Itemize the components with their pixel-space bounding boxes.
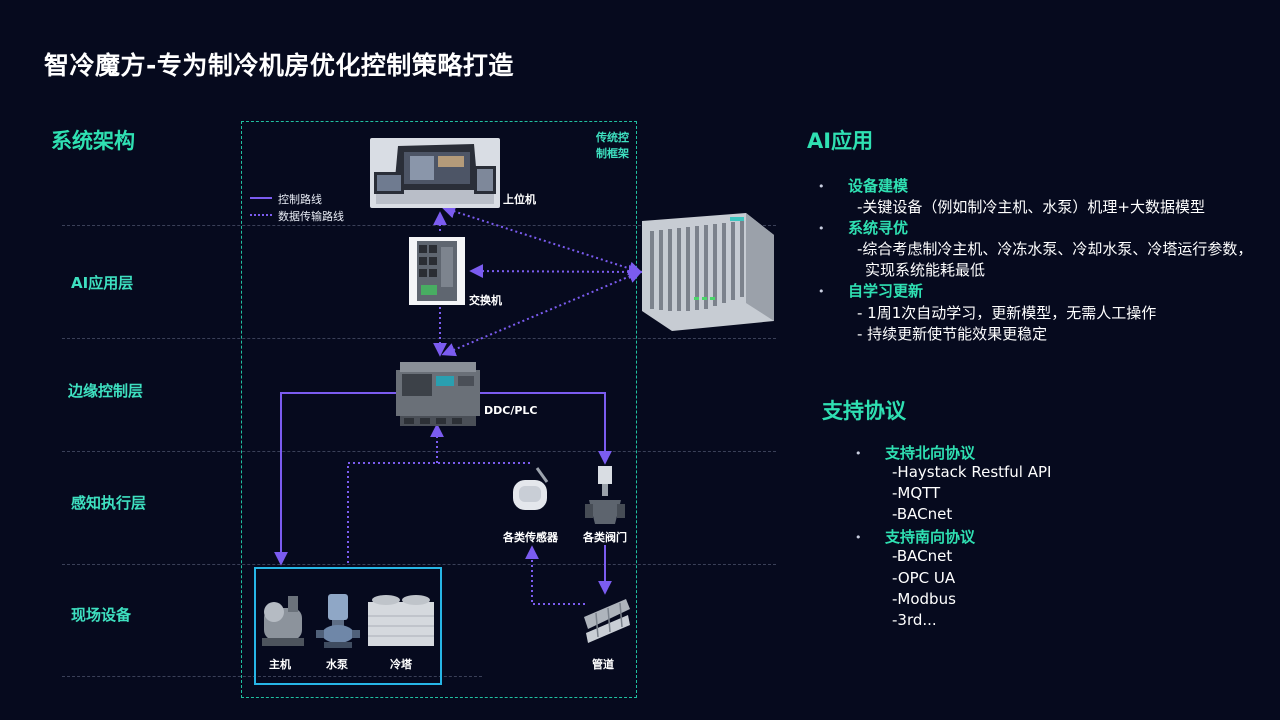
bullet-dot: • [855, 447, 862, 460]
layer-divider [62, 564, 776, 565]
ai-item-desc: - 持续更新使节能效果更稳定 [857, 325, 1048, 343]
south-protocol-item: -BACnet [892, 547, 953, 565]
legend-control-label: 控制路线 [278, 193, 322, 206]
ddc-valve-control [480, 392, 612, 465]
ddc-plc-image [396, 360, 480, 426]
pump-image [316, 590, 360, 650]
cooling-tower-image [366, 592, 436, 648]
field-data-link [347, 462, 532, 563]
ai-edge-computer-image [642, 213, 774, 331]
layer-label-field: 现场设备 [71, 606, 132, 624]
switch-ai-link [469, 264, 643, 279]
layer-divider [62, 338, 776, 339]
south-protocol-item: -3rd... [892, 611, 937, 629]
protocols-heading: 支持协议 [822, 399, 906, 423]
layer-divider [62, 451, 776, 452]
ddc-label: DDC/PLC [484, 404, 538, 417]
north-protocol-title: 支持北向协议 [885, 444, 976, 462]
ai-item-title: 自学习更新 [848, 282, 924, 300]
layer-label-ai: AI应用层 [71, 274, 134, 292]
layer-divider [62, 225, 776, 226]
ai-item-desc: 实现系统能耗最低 [865, 261, 986, 279]
chiller-image [258, 590, 308, 650]
bullet-dot: • [855, 531, 862, 544]
frame-label: 传统控制框架 [596, 131, 629, 160]
pipe-sensor-link [525, 545, 585, 605]
switch-image [409, 237, 465, 305]
layer-label-perception: 感知执行层 [71, 494, 147, 512]
layer-label-edge: 边缘控制层 [68, 382, 144, 400]
field-equipment-box [254, 567, 442, 685]
ai-item-desc: - 1周1次自动学习，更新模型，无需人工操作 [857, 304, 1157, 322]
tower-label: 冷塔 [390, 658, 412, 671]
traditional-control-frame [241, 121, 637, 698]
ddc-field-control [274, 392, 396, 566]
north-protocol-item: -MQTT [892, 484, 941, 502]
south-protocol-title: 支持南向协议 [885, 528, 976, 546]
south-protocol-item: -OPC UA [892, 569, 956, 587]
pipe-label: 管道 [592, 658, 614, 671]
chiller-label: 主机 [269, 658, 291, 671]
ai-item-title: 系统寻优 [848, 219, 909, 237]
host-computer-image [370, 138, 500, 208]
switch-label: 交换机 [469, 294, 502, 307]
ddc-ai-link [441, 269, 643, 357]
page-title: 智冷魔方-专为制冷机房优化控制策略打造 [44, 51, 514, 80]
ai-heading: AI应用 [807, 129, 874, 153]
host-ai-link [441, 204, 643, 276]
bullet-dot: • [818, 180, 825, 193]
ai-item-title: 设备建模 [848, 177, 909, 195]
pump-label: 水泵 [326, 658, 348, 671]
south-protocol-item: -Modbus [892, 590, 956, 608]
ai-item-desc: -关键设备（例如制冷主机、水泵）机理+大数据模型 [857, 198, 1205, 216]
bullet-dot: • [818, 222, 825, 235]
architecture-heading: 系统架构 [51, 129, 135, 153]
valve-image [585, 464, 625, 528]
host-label: 上位机 [503, 193, 536, 206]
bullet-dot: • [818, 285, 825, 298]
north-protocol-item: -BACnet [892, 505, 953, 523]
layer-divider [62, 676, 482, 677]
sensors-label: 各类传感器 [503, 531, 558, 544]
north-protocol-item: -Haystack Restful API [892, 463, 1052, 481]
ai-item-desc: -综合考虑制冷主机、冷冻水泵、冷却水泵、冷塔运行参数， [857, 240, 1253, 258]
pipe-image [582, 597, 632, 647]
valves-label: 各类阀门 [583, 531, 627, 544]
sensor-image [509, 466, 557, 516]
legend-data-label: 数据传输路线 [278, 210, 344, 223]
